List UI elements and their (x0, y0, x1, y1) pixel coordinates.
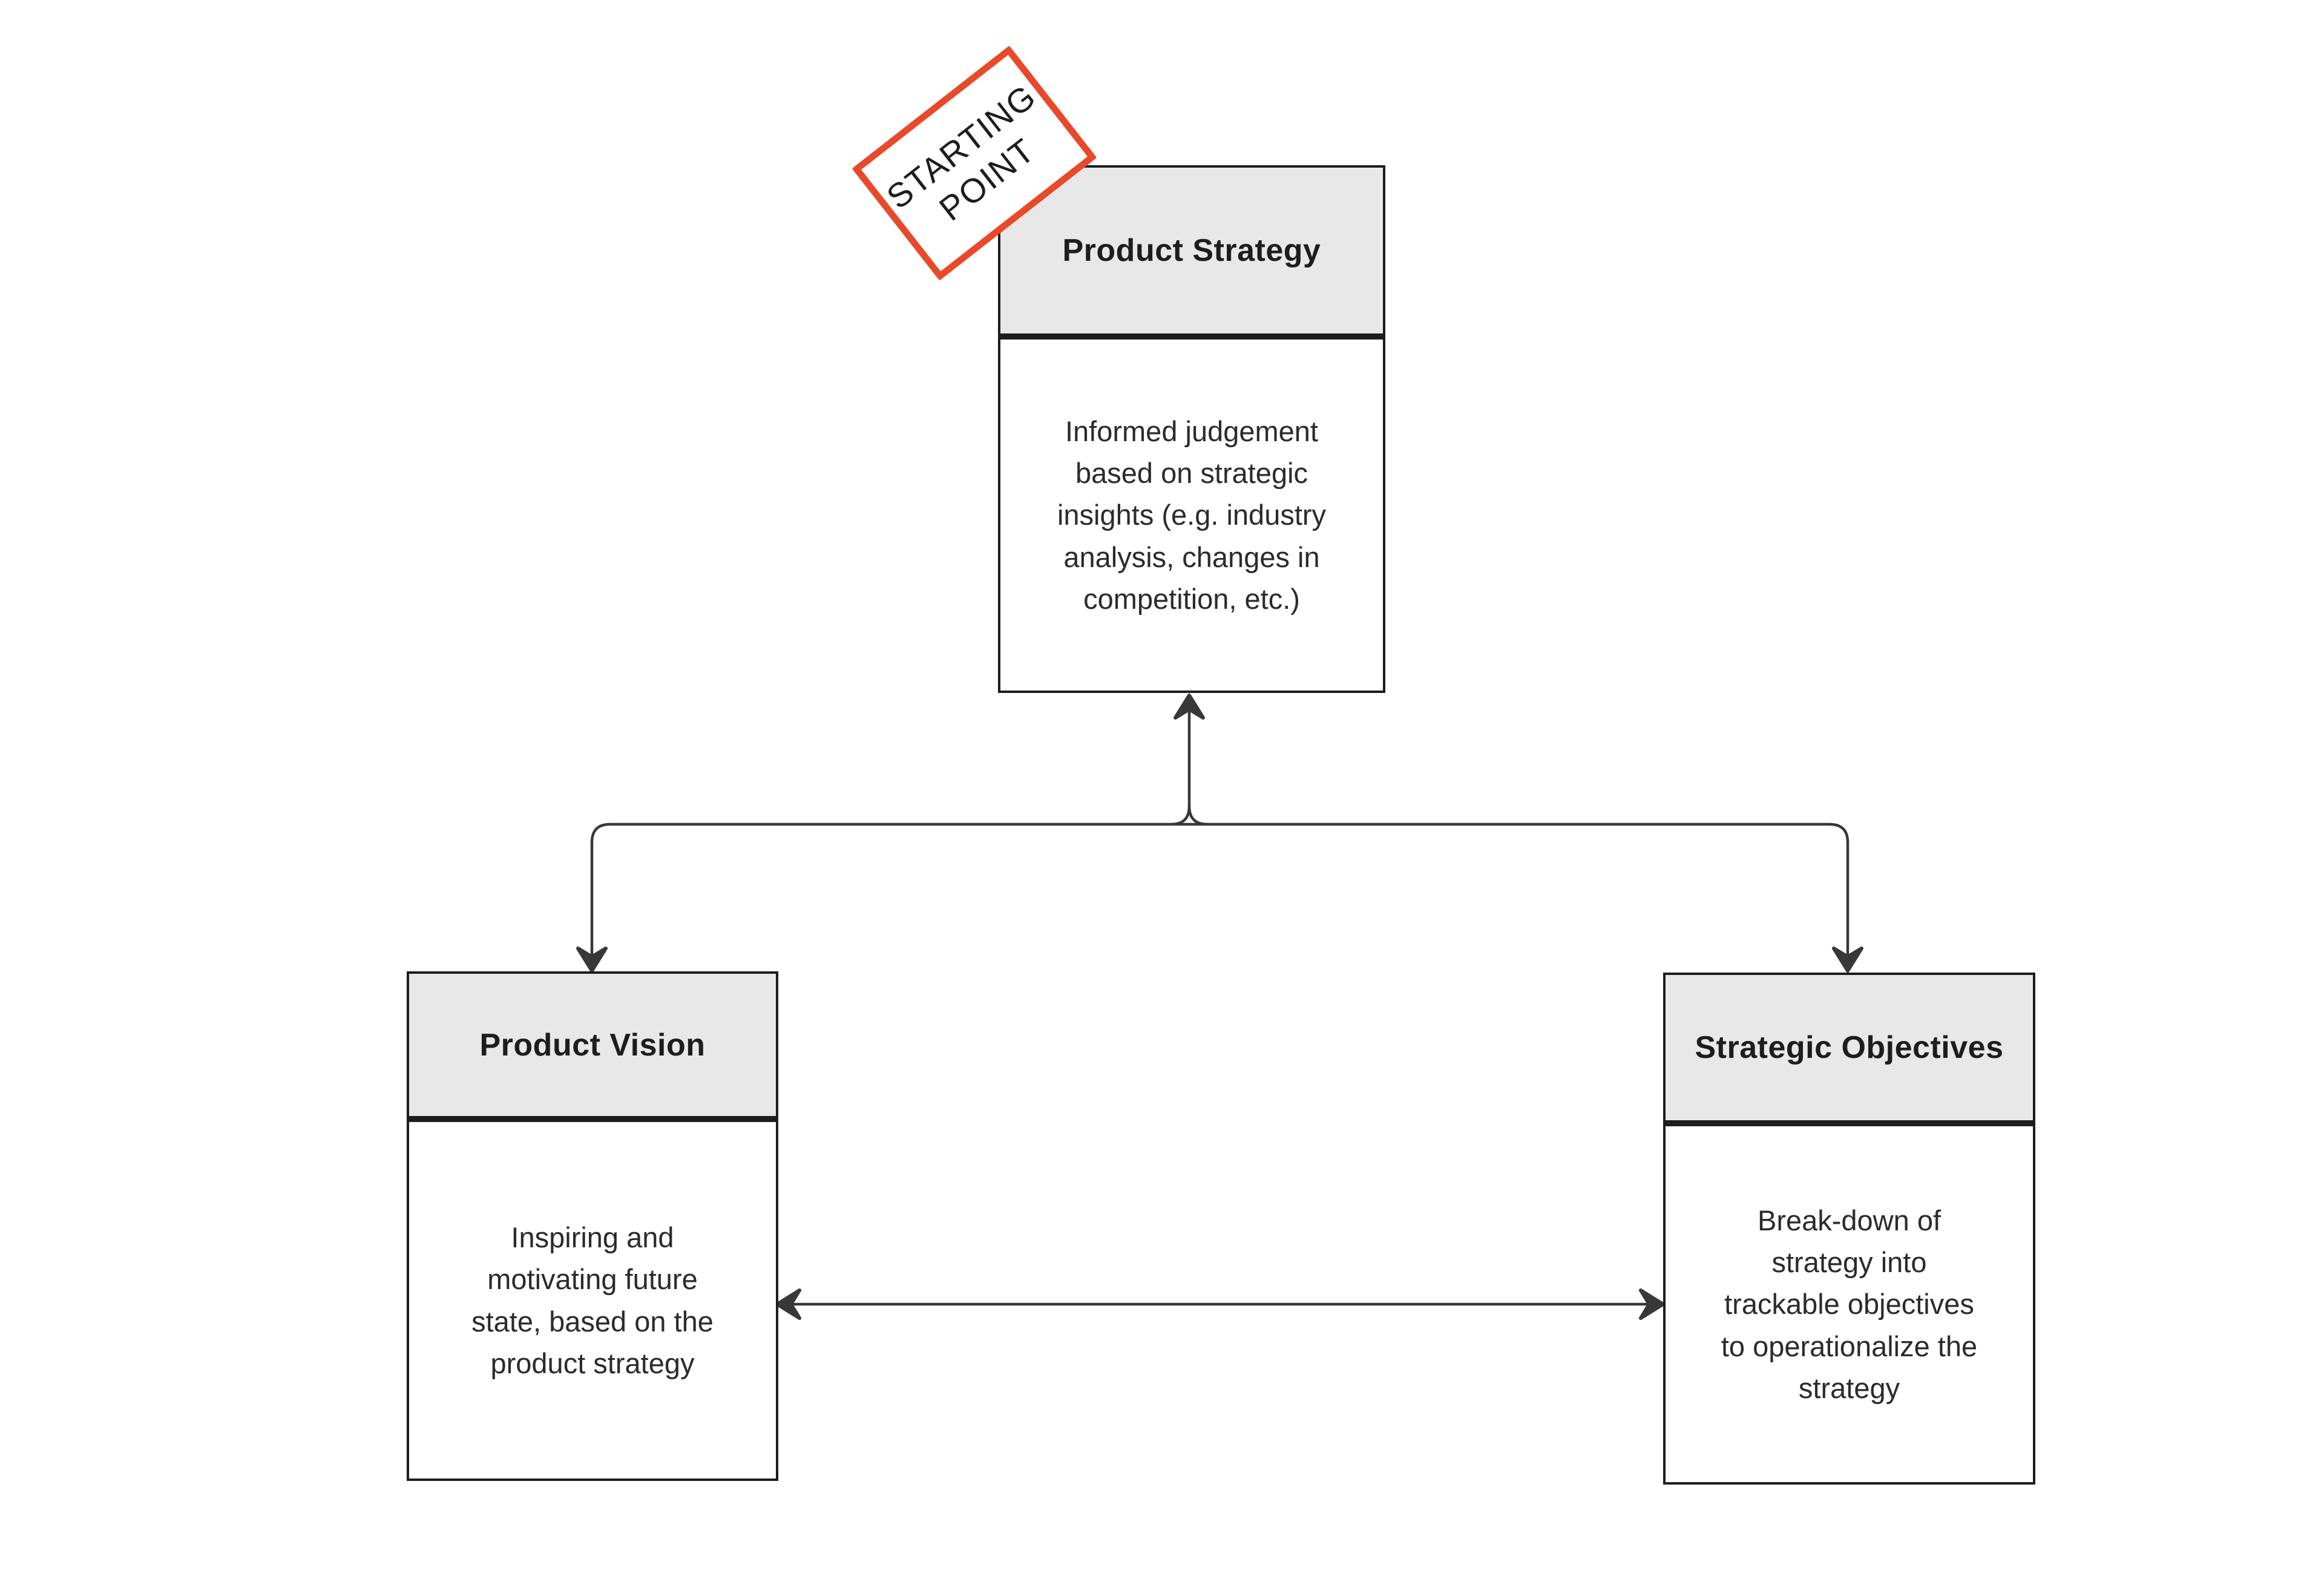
node-product-strategy-body: Informed judgement based on strategic in… (1000, 340, 1383, 691)
node-strategic-objectives-body: Break-down of strategy into trackable ob… (1666, 1126, 2033, 1482)
connector-stem-fillet (1187, 806, 1208, 826)
arrowhead-right-strategic-objectives (1639, 1288, 1665, 1320)
arrowhead-up-product-strategy (1173, 694, 1205, 720)
node-product-strategy-header: Product Strategy (1000, 168, 1383, 340)
node-product-strategy-description: Informed judgement based on strategic in… (1057, 415, 1327, 615)
arrowhead-down-strategic-objectives (1832, 947, 1863, 973)
node-product-vision: Product Vision Inspiring and motivating … (407, 971, 778, 1481)
arrowhead-left-product-vision (775, 1288, 801, 1320)
node-product-strategy: Product Strategy Informed judgement base… (998, 165, 1385, 693)
connector-branch-line (590, 822, 1850, 957)
node-product-vision-description: Inspiring and motivating future state, b… (471, 1221, 714, 1379)
node-strategic-objectives-header: Strategic Objectives (1666, 975, 2033, 1126)
node-product-vision-body: Inspiring and motivating future state, b… (409, 1122, 776, 1479)
node-product-strategy-title: Product Strategy (1062, 233, 1321, 268)
node-strategic-objectives-title: Strategic Objectives (1695, 1030, 2004, 1065)
node-strategic-objectives-description: Break-down of strategy into trackable ob… (1721, 1204, 1978, 1404)
arrowhead-down-product-vision (576, 947, 608, 973)
connector-stem-line (1170, 709, 1191, 826)
node-product-vision-header: Product Vision (409, 974, 776, 1122)
node-product-vision-title: Product Vision (479, 1027, 706, 1063)
node-strategic-objectives: Strategic Objectives Break-down of strat… (1663, 973, 2035, 1485)
